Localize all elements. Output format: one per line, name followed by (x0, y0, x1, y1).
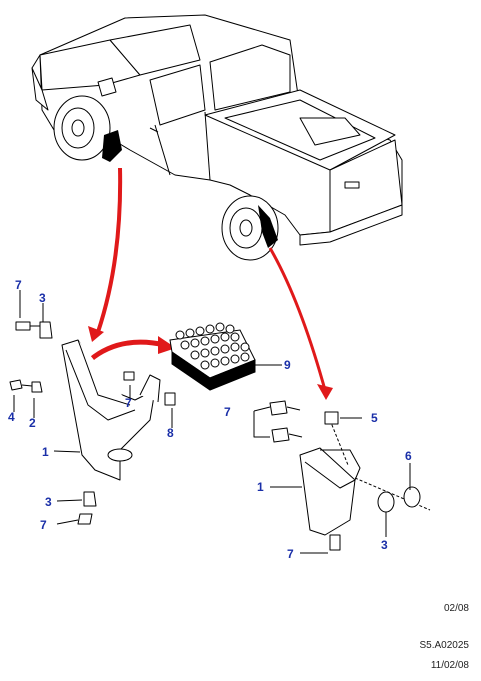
callout-6: 6 (405, 449, 412, 463)
front-mudflap-highlight (102, 130, 122, 162)
callout-5: 5 (371, 411, 378, 425)
callout-2: 2 (29, 416, 36, 430)
callout-labels: 7 3 4 2 7 8 1 3 7 9 7 5 6 1 3 7 (8, 278, 412, 561)
callout-7: 7 (224, 405, 231, 419)
callout-7: 7 (40, 518, 47, 532)
fastener-kit-box (169, 322, 256, 391)
diagram-revision-date: 11/02/08 (430, 660, 469, 671)
diagram-date: 02/08 (443, 603, 469, 614)
front-mudflap-assembly (9, 290, 282, 525)
callout-3: 3 (39, 291, 46, 305)
callout-7: 7 (287, 547, 294, 561)
callout-9: 9 (284, 358, 291, 372)
callout-8: 8 (167, 426, 174, 440)
callout-1: 1 (257, 480, 264, 494)
red-arrows (88, 167, 333, 400)
pickup-truck-illustration (31, 14, 403, 261)
diagram-reference: S5.A02025 (419, 640, 470, 651)
callout-7: 7 (15, 278, 22, 292)
rear-mudflap-highlight (258, 205, 278, 248)
callout-3: 3 (381, 538, 388, 552)
callout-3: 3 (45, 495, 52, 509)
rear-mudflap-assembly (253, 400, 431, 554)
callout-7: 7 (125, 396, 132, 410)
callout-4: 4 (8, 410, 15, 424)
callout-1: 1 (42, 445, 49, 459)
